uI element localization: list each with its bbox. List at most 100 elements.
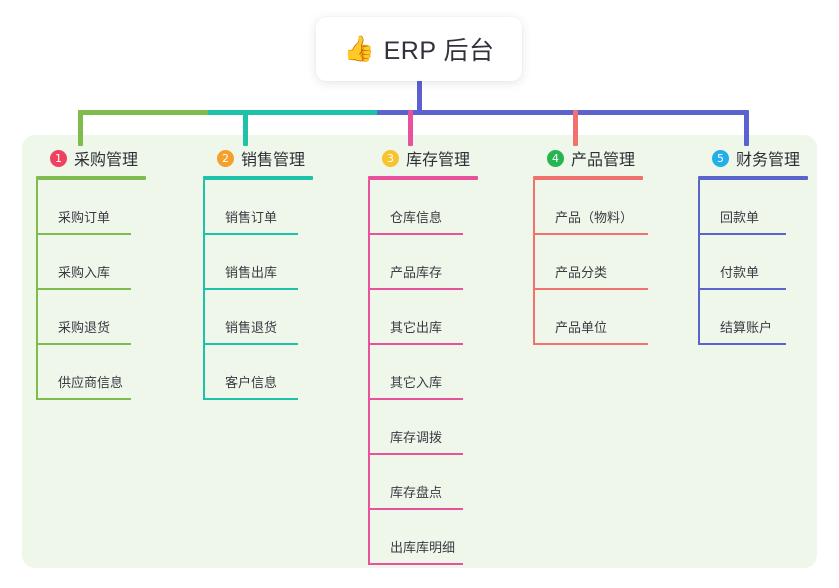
list-item[interactable]: 采购退货 [36,290,146,345]
column-items-1: 采购订单采购入库采购退货供应商信息 [36,180,146,400]
list-item-rule [533,343,648,345]
column-spine-4 [533,180,535,345]
list-item[interactable]: 产品单位 [533,290,648,345]
page-title: ERP 后台 [383,37,495,65]
column-rule-1 [36,176,146,180]
content-panel [22,135,817,568]
connector-drop-4 [573,110,578,146]
column-badge-3: 3 [382,149,399,167]
list-item-rule [368,563,463,565]
list-item[interactable]: 销售出库 [203,235,313,290]
connector-root-stem [417,78,422,115]
column-title-3: 库存管理 [406,152,471,169]
connector-bus-segment-1 [78,110,211,115]
list-item[interactable]: 库存盘点 [368,455,478,510]
list-item-rule [368,343,463,345]
list-item-rule [368,288,463,290]
list-item-rule [203,343,298,345]
list-item-rule [36,343,131,345]
column-header-3[interactable]: 3 库存管理 [368,145,478,171]
column-rule-5 [698,176,808,180]
column-badge-2: 2 [217,149,234,167]
list-item[interactable]: 产品库存 [368,235,478,290]
list-item-rule [533,288,648,290]
list-item[interactable]: 销售退货 [203,290,313,345]
list-item[interactable]: 销售订单 [203,180,313,235]
connector-drop-3 [408,110,413,146]
list-item-rule [698,233,786,235]
column-rule-3 [368,176,478,180]
list-item-label: 出库库明细 [390,540,456,555]
column-items-4: 产品（物料） 产品分类产品单位 [533,180,648,345]
list-item-label: 其它入库 [390,375,443,390]
list-item[interactable]: 采购入库 [36,235,146,290]
column-2: 2 销售管理销售订单销售出库销售退货客户信息 [203,145,313,400]
list-item-rule [698,343,786,345]
list-item-rule [36,398,131,400]
column-spine-5 [698,180,700,345]
list-item[interactable]: 其它入库 [368,345,478,400]
list-item-label: 产品分类 [555,265,608,280]
column-items-5: 回款单付款单结算账户 [698,180,808,345]
list-item-label: 产品（物料） [555,210,634,225]
list-item-rule [698,288,786,290]
list-item-label: 回款单 [720,210,760,225]
list-item-rule [368,398,463,400]
list-item[interactable]: 客户信息 [203,345,313,400]
list-item[interactable]: 出库库明细 [368,510,478,565]
list-item-label: 其它出库 [390,320,443,335]
list-item-rule [203,398,298,400]
column-title-5: 财务管理 [736,152,801,169]
column-title-4: 产品管理 [571,152,636,169]
column-spine-2 [203,180,205,400]
connector-bus-segment-2 [208,110,380,115]
column-title-1: 采购管理 [74,152,139,169]
column-spine-1 [36,180,38,400]
list-item-rule [203,233,298,235]
list-item[interactable]: 回款单 [698,180,808,235]
list-item[interactable]: 付款单 [698,235,808,290]
list-item-label: 付款单 [720,265,760,280]
list-item-label: 结算账户 [720,320,773,335]
column-rule-2 [203,176,313,180]
connector-bus-segment-3 [377,110,748,115]
list-item[interactable]: 仓库信息 [368,180,478,235]
list-item-label: 仓库信息 [390,210,443,225]
column-header-2[interactable]: 2 销售管理 [203,145,313,171]
list-item[interactable]: 采购订单 [36,180,146,235]
connector-drop-5 [744,110,749,146]
column-1: 1 采购管理采购订单采购入库采购退货供应商信息 [36,145,146,400]
column-badge-4: 4 [547,149,564,167]
list-item-label: 产品库存 [390,265,443,280]
list-item[interactable]: 库存调拨 [368,400,478,455]
list-item-rule [368,453,463,455]
column-3: 3 库存管理仓库信息产品库存其它出库其它入库库存调拨库存盘点出库库明细 [368,145,478,565]
column-header-4[interactable]: 4 产品管理 [533,145,643,171]
list-item[interactable]: 其它出库 [368,290,478,345]
column-header-1[interactable]: 1 采购管理 [36,145,146,171]
list-item[interactable]: 结算账户 [698,290,808,345]
list-item-label: 供应商信息 [58,375,124,390]
list-item-label: 采购订单 [58,210,111,225]
column-4: 4 产品管理产品（物料） 产品分类产品单位 [533,145,648,345]
connector-drop-1 [78,110,83,146]
list-item[interactable]: 产品（物料） [533,180,648,235]
list-item[interactable]: 供应商信息 [36,345,146,400]
column-items-3: 仓库信息产品库存其它出库其它入库库存调拨库存盘点出库库明细 [368,180,478,565]
list-item-label: 采购入库 [58,265,111,280]
column-badge-1: 1 [50,149,67,167]
list-item-rule [36,288,131,290]
root-title-card[interactable]: 👍 ERP 后台 [316,17,522,81]
list-item[interactable]: 产品分类 [533,235,648,290]
list-item-label: 库存盘点 [390,485,443,500]
root-title-inner: 👍 ERP 后台 [343,31,494,67]
column-spine-3 [368,180,370,565]
list-item-label: 采购退货 [58,320,111,335]
list-item-label: 销售退货 [225,320,278,335]
list-item-label: 库存调拨 [390,430,443,445]
column-title-2: 销售管理 [241,152,306,169]
